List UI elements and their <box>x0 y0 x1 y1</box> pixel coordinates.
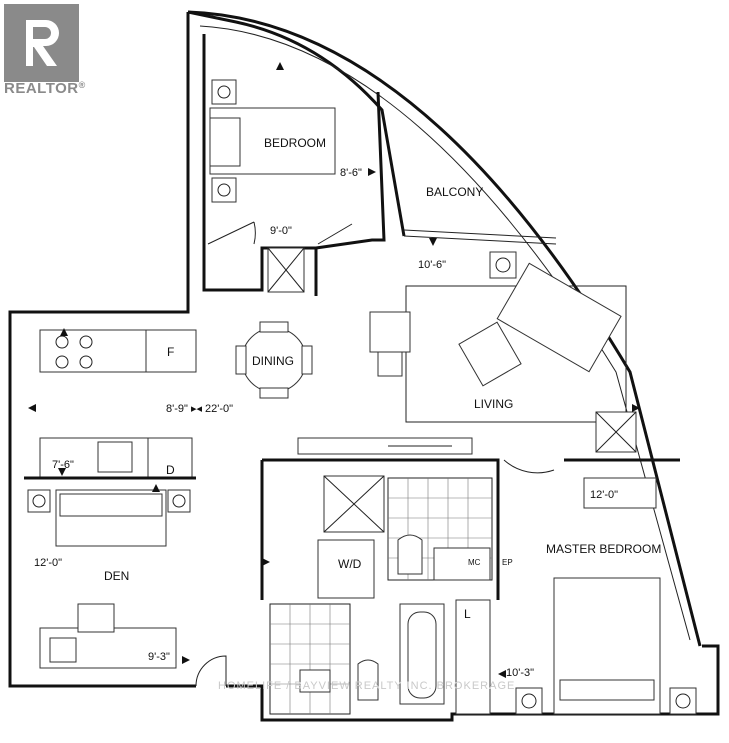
dimension-arrows <box>28 62 640 678</box>
dim-bedroom-length: 9'-0" <box>270 225 292 237</box>
dim-master-width: 10'-3" <box>506 667 534 679</box>
master-furniture <box>455 411 697 715</box>
den-furniture <box>24 476 227 687</box>
kitchen <box>39 329 197 479</box>
dim-den-width: 9'-3" <box>148 651 170 663</box>
dim-kitchen-counter: 7'-6" <box>52 459 74 471</box>
realtor-logo <box>4 4 79 82</box>
fixture-label-mc: MC <box>468 558 481 567</box>
room-label-wd: W/D <box>338 557 362 571</box>
realtor-logo-text: REALTOR® <box>4 80 86 97</box>
room-label-bedroom: BEDROOM <box>264 136 326 150</box>
dim-master-length: 12'-0" <box>590 489 618 501</box>
dim-den-length: 12'-0" <box>34 557 62 569</box>
room-label-balcony: BALCONY <box>426 185 483 199</box>
dim-kitchen-living: 8'-9" ▸◂ 22'-0" <box>166 403 233 415</box>
room-label-living: LIVING <box>474 397 513 411</box>
dining-set <box>235 321 313 399</box>
fixture-label-dishwasher: D <box>166 463 175 477</box>
balcony-door <box>403 229 557 245</box>
dim-balcony-width: 10'-6" <box>418 259 446 271</box>
room-label-dining: DINING <box>252 354 294 368</box>
room-label-master-bedroom: MASTER BEDROOM <box>546 542 661 556</box>
dim-bedroom-width: 8'-6" <box>340 167 362 179</box>
fixture-label-ep: EP <box>502 558 513 567</box>
fixture-label-fridge: F <box>167 345 174 359</box>
fixture-label-linen: L <box>464 607 471 621</box>
watermark: HOMELIFE / BAYVIEW REALTY INC. BROKERAGE <box>218 680 516 692</box>
living-furniture <box>297 251 627 455</box>
room-label-den: DEN <box>104 569 129 583</box>
bathrooms <box>260 458 500 715</box>
bedroom-furniture <box>207 79 353 293</box>
